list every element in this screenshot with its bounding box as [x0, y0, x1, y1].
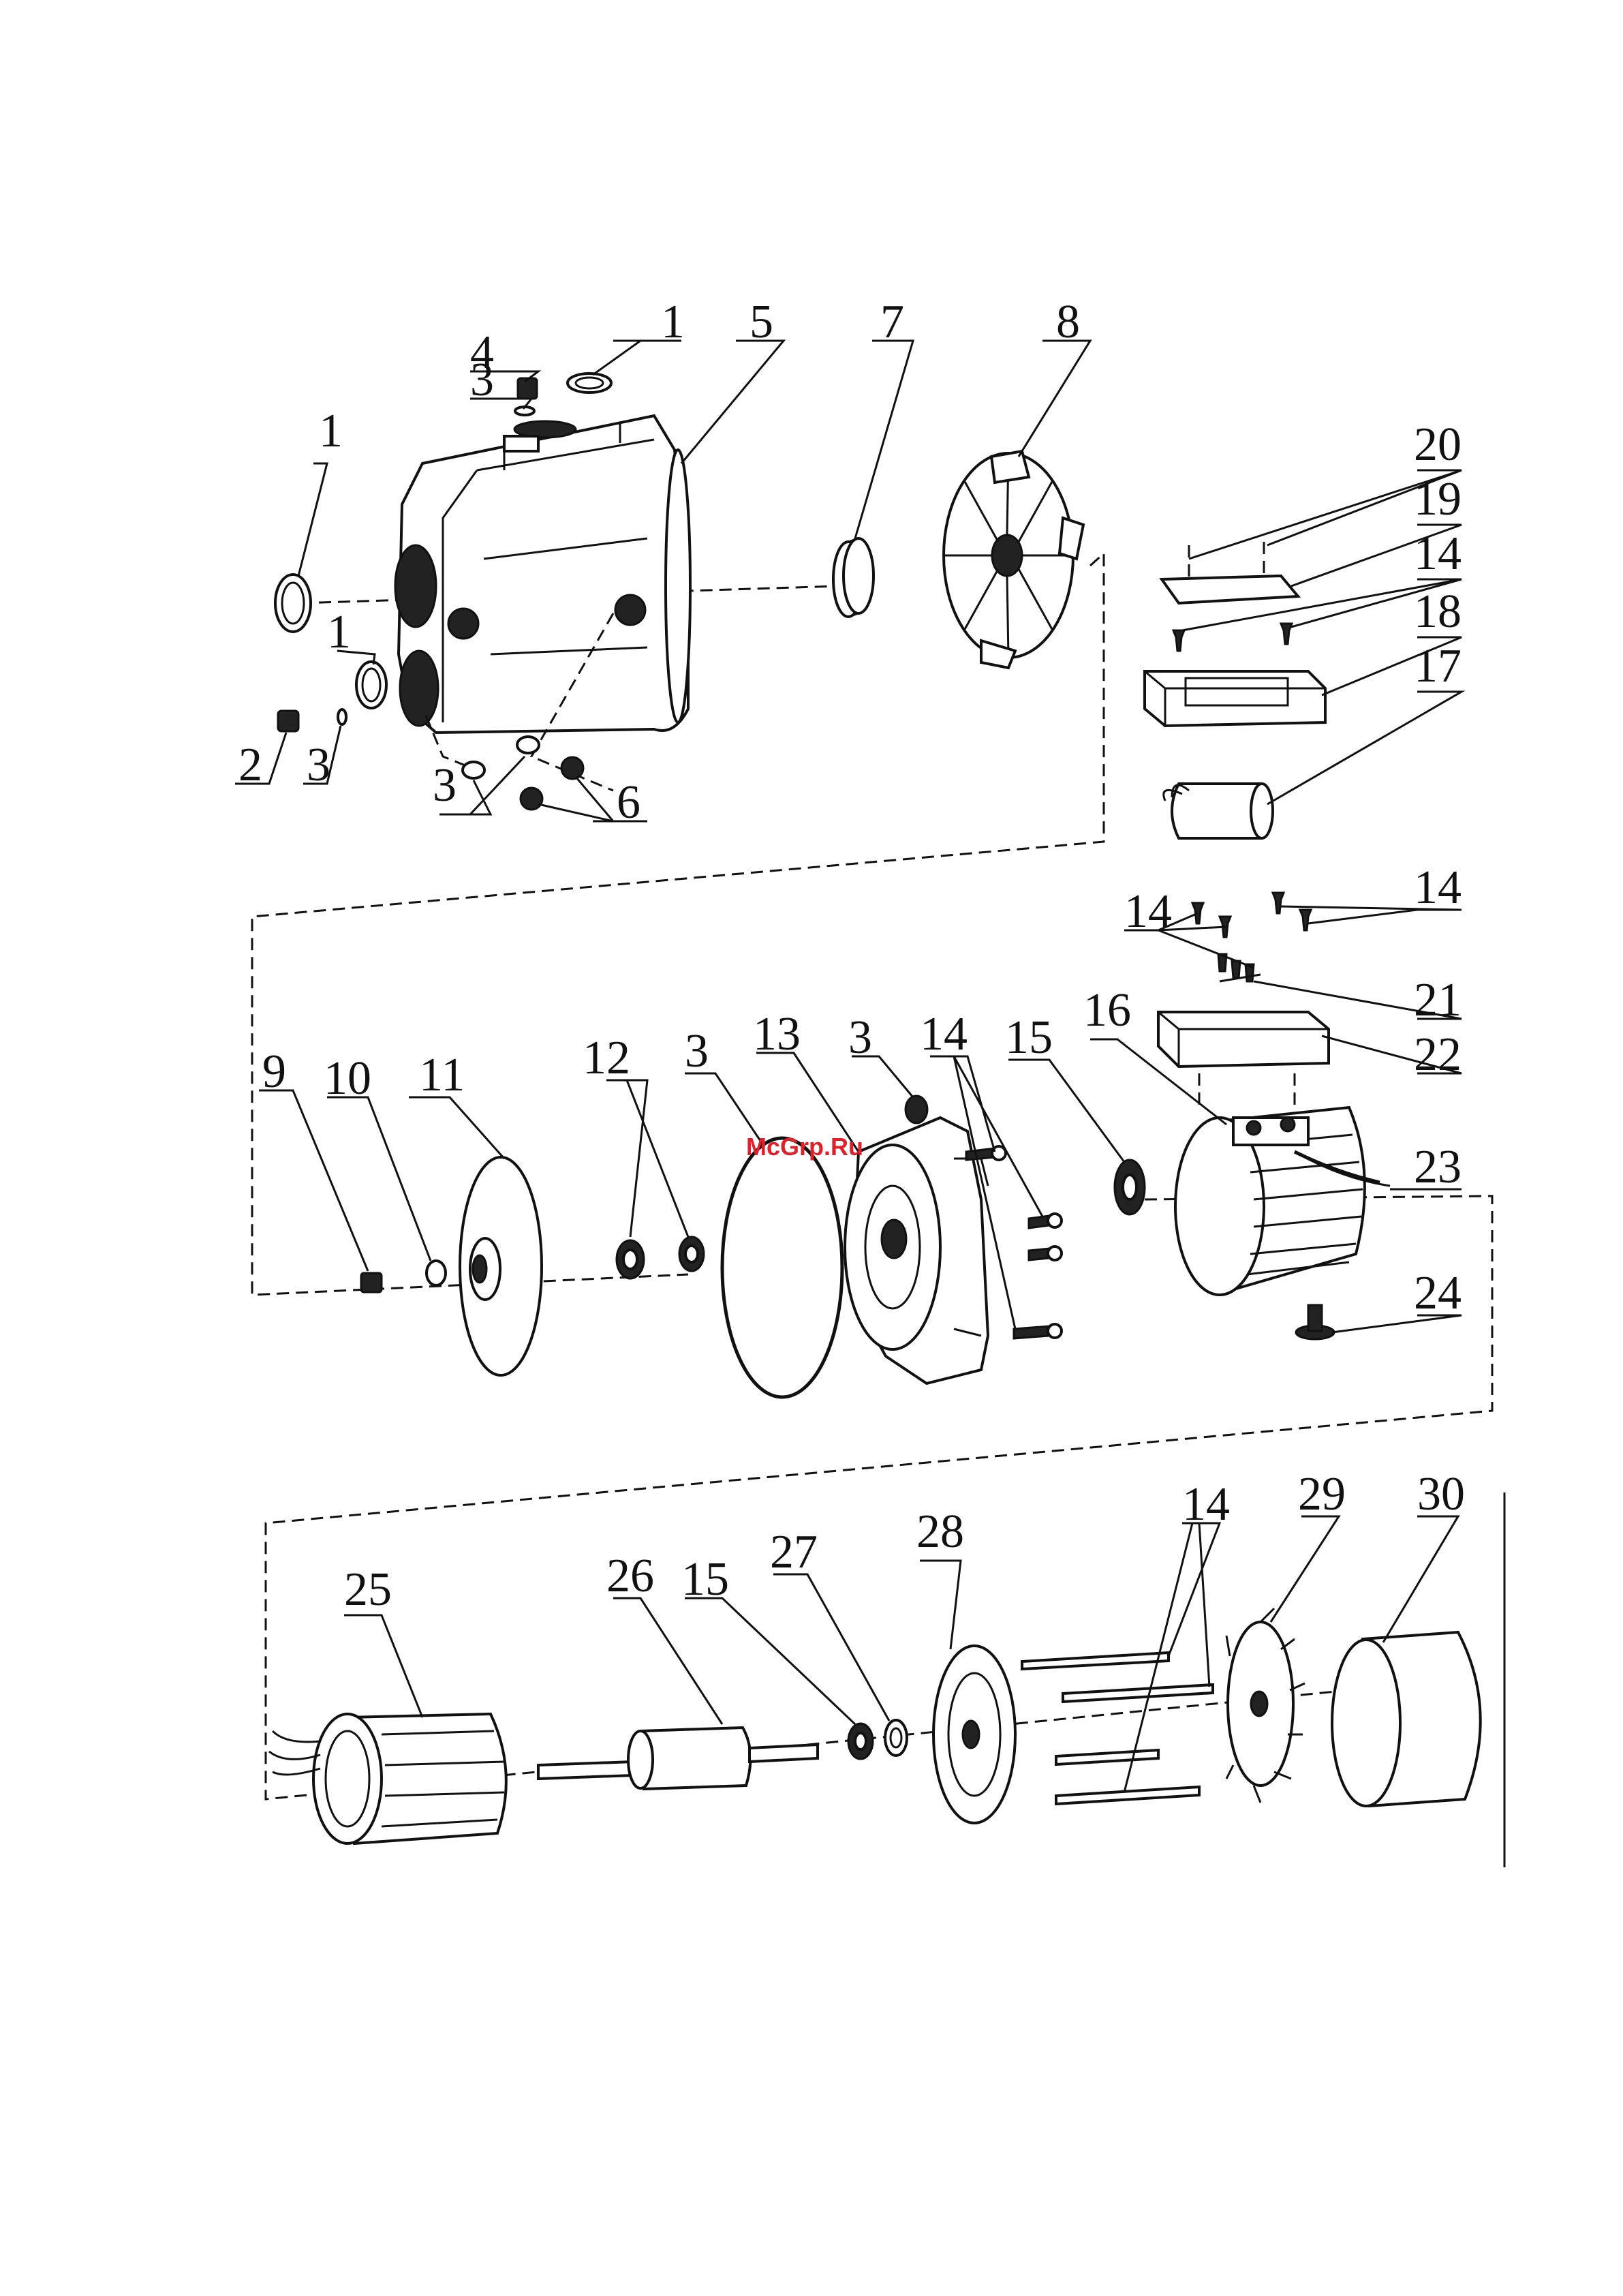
callout-12: 12: [583, 1032, 630, 1084]
rotor-part-26: [538, 1728, 818, 1789]
callout-15-row2: 15: [1005, 1011, 1053, 1064]
callout-5: 5: [749, 296, 773, 348]
callout-14-top: 14: [1414, 527, 1462, 580]
callout-14-right: 14: [1414, 861, 1462, 914]
callout-22: 22: [1414, 1028, 1462, 1081]
callout-2: 2: [238, 739, 262, 791]
callout-3-bracket: 3: [848, 1011, 872, 1064]
washer-part-3-left: [338, 709, 346, 724]
stator-part-25: [269, 1714, 506, 1843]
terminal-box-part-22: [1158, 1012, 1329, 1067]
callout-14-bolts: 14: [920, 1008, 968, 1060]
callout-1-top: 1: [661, 296, 685, 348]
fan-part-29: [1226, 1608, 1305, 1803]
nut-part-9: [361, 1273, 382, 1292]
plug-part-6-b: [521, 788, 542, 810]
callout-1-mid: 1: [327, 606, 351, 658]
screw-part-14-a: [1173, 630, 1184, 651]
motor-housing-part-16: [1175, 1107, 1390, 1295]
callout-18: 18: [1414, 585, 1462, 638]
plug-part-4: [518, 378, 537, 399]
callout-3-left: 3: [307, 739, 330, 791]
callout-30: 30: [1417, 1468, 1465, 1520]
screw-part-14-c: [1273, 893, 1284, 913]
tie-rods-part-14: [1022, 1653, 1213, 1804]
row-2-assembly: [266, 893, 1492, 1799]
callout-24: 24: [1414, 1267, 1462, 1319]
callout-8: 8: [1056, 296, 1080, 348]
ring-part-7: [833, 538, 874, 617]
screw-part-14-b: [1281, 624, 1292, 644]
callout-20: 20: [1414, 418, 1462, 471]
screw-part-14-d: [1300, 910, 1311, 930]
callout-14-rods: 14: [1182, 1478, 1230, 1531]
callout-15-row3: 15: [681, 1553, 729, 1606]
washer-part-3-bottom-b: [517, 737, 539, 753]
cover-part-18: [1145, 671, 1325, 726]
washer-part-10: [427, 1261, 446, 1285]
row-3-assembly: [269, 1608, 1481, 1843]
impeller-part-11: [460, 1157, 542, 1375]
callout-25: 25: [344, 1563, 392, 1616]
plug-part-6-a: [561, 757, 583, 779]
callout-17: 17: [1414, 640, 1462, 692]
capacitor-part-17: [1164, 784, 1273, 838]
callout-10: 10: [324, 1052, 371, 1105]
callout-21: 21: [1414, 974, 1462, 1026]
callout-23: 23: [1414, 1141, 1462, 1193]
callout-28: 28: [916, 1505, 964, 1558]
callout-6: 6: [617, 776, 640, 829]
callout-26: 26: [606, 1550, 654, 1602]
callout-7: 7: [880, 296, 904, 348]
watermark-text: McGrp.Ru: [746, 1133, 863, 1161]
washer-part-3-bottom-a: [463, 762, 484, 778]
end-cap-part-28: [933, 1646, 1015, 1823]
pump-housing: [395, 416, 690, 733]
callout-14-left: 14: [1124, 885, 1172, 938]
drain-plug-part-24: [1296, 1305, 1334, 1339]
callout-11: 11: [419, 1049, 465, 1101]
diffuser-part-8: [944, 451, 1083, 668]
callout-9: 9: [262, 1045, 286, 1098]
callout-29: 29: [1298, 1468, 1346, 1520]
ring-seal-part-1-top: [568, 373, 611, 393]
callout-3-o-ring: 3: [685, 1025, 709, 1077]
callout-4: 4: [470, 326, 494, 379]
callout-3-bottom: 3: [433, 759, 457, 812]
plug-part-2: [278, 711, 298, 731]
terminals-part-21: [1218, 954, 1261, 981]
callout-27: 27: [770, 1526, 818, 1578]
fan-cover-part-30: [1332, 1632, 1481, 1806]
o-ring-part-3: [722, 1138, 842, 1397]
callout-16: 16: [1083, 984, 1131, 1037]
callout-1-left: 1: [319, 405, 343, 457]
callout-19: 19: [1414, 473, 1462, 525]
callout-13: 13: [753, 1008, 801, 1060]
washer-part-27: [885, 1720, 907, 1756]
washer-part-3-bracket: [906, 1096, 927, 1123]
plate-part-19: [1162, 576, 1298, 603]
